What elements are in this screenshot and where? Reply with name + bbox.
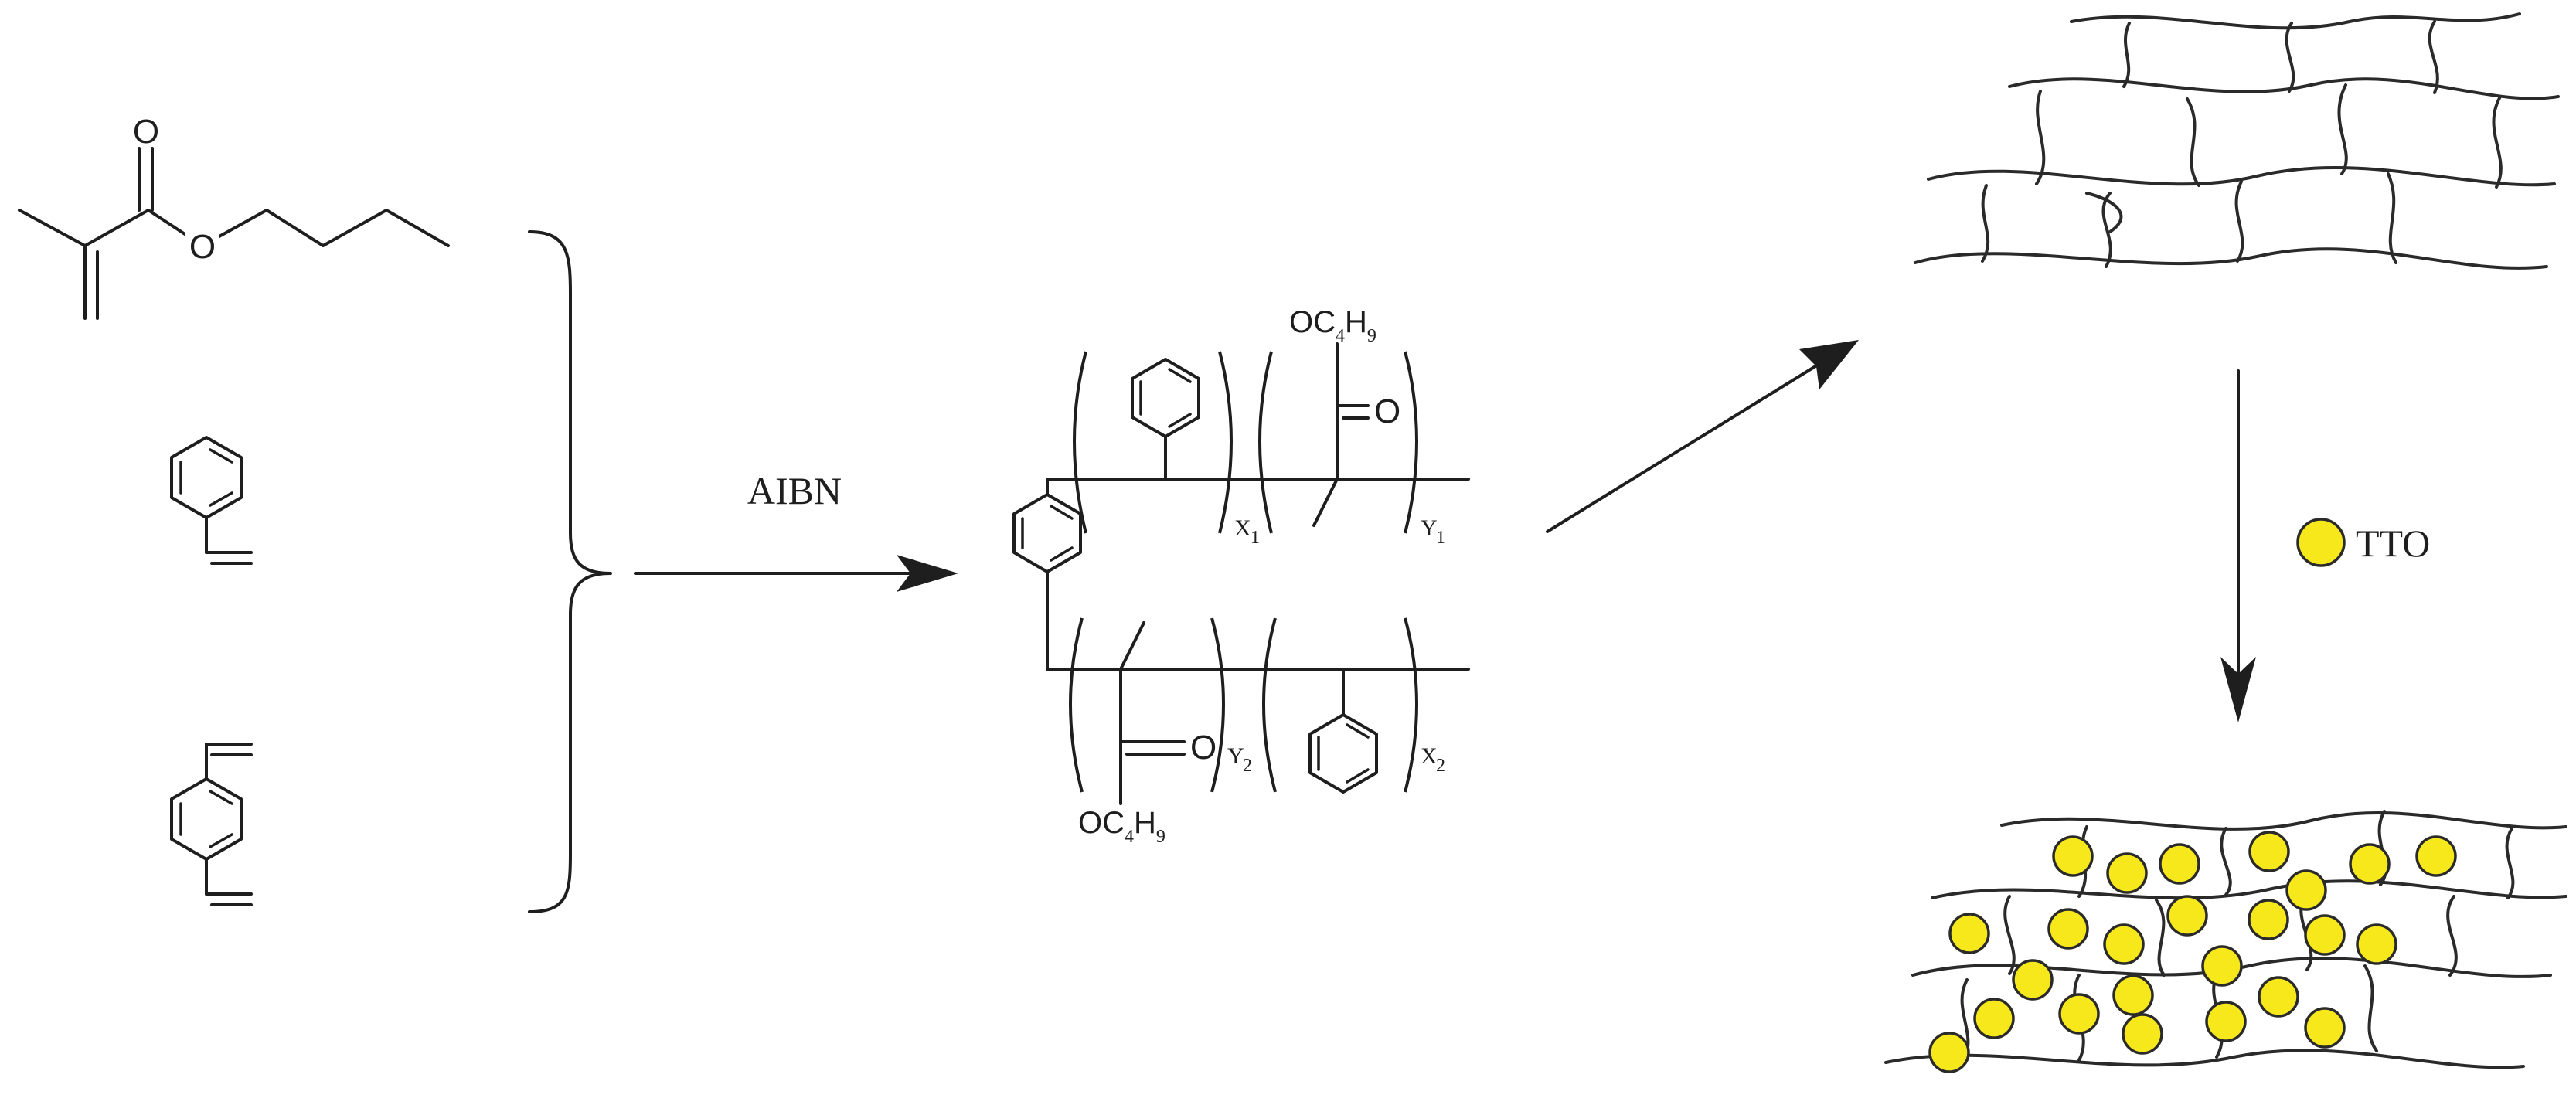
- tto-particle: [2103, 923, 2145, 965]
- tto-particle: [2248, 899, 2289, 940]
- tto-particle: [2205, 1001, 2247, 1042]
- tto-particle: [2012, 959, 2054, 1001]
- tto-particle: [2415, 835, 2457, 877]
- repeat-x2-subscript: 2: [1436, 756, 1445, 776]
- crosslinked-network-icon: [1914, 12, 2560, 270]
- tto-particle: [2159, 843, 2200, 885]
- copolymer-structure: X 1 O OC4H9 Y 1 O OC4H9 Y 2: [1012, 305, 1470, 847]
- tto-particle: [2258, 976, 2299, 1018]
- loaded-network-icon: [1884, 810, 2567, 1069]
- tto-particle: [1948, 913, 1990, 954]
- repeat-x1-label: X: [1234, 515, 1251, 541]
- network-formation-arrow: [1546, 340, 1859, 533]
- tto-particle: [2058, 993, 2100, 1035]
- tto-legend-label: TTO: [2356, 522, 2430, 565]
- loading-arrow: [2220, 369, 2256, 722]
- tto-particle: [2112, 974, 2154, 1016]
- ester-group-bottom-label: OC4H9: [1078, 806, 1165, 847]
- tto-particle: [2304, 914, 2346, 956]
- tto-particle: [2047, 908, 2089, 950]
- tto-particle: [2201, 945, 2243, 987]
- tto-particle: [2248, 831, 2290, 872]
- carbonyl-top-label: O: [1374, 393, 1400, 430]
- repeat-y1-label: Y: [1421, 515, 1438, 541]
- tto-particle: [1973, 998, 2015, 1039]
- monomer-brace: [528, 230, 612, 913]
- repeat-y1-subscript: 1: [1436, 528, 1445, 548]
- reaction-arrow: [634, 555, 958, 592]
- repeat-x1-subscript: 1: [1251, 528, 1260, 548]
- repeat-y2-subscript: 2: [1243, 756, 1252, 776]
- tto-particle: [2304, 1007, 2346, 1049]
- styrene-structure: [170, 436, 253, 565]
- tto-particle: [2349, 843, 2391, 885]
- reagent-label: AIBN: [747, 469, 842, 512]
- tto-particle: [2285, 869, 2327, 911]
- tto-particle: [2122, 1013, 2163, 1055]
- carbonyl-bottom-label: O: [1190, 729, 1217, 767]
- ester-group-top-label: OC4H9: [1289, 305, 1376, 346]
- divinylbenzene-structure: [170, 743, 253, 906]
- tto-particle: [2106, 852, 2148, 894]
- tto-particle: [2052, 835, 2094, 877]
- butyl-methacrylate-structure: O O: [18, 113, 450, 320]
- repeat-y2-label: Y: [1227, 743, 1244, 769]
- tto-particles: [1928, 831, 2457, 1073]
- tto-particle: [2166, 895, 2208, 937]
- carbonyl-oxygen-label: O: [133, 113, 159, 151]
- tto-particle-icon: [2296, 518, 2346, 567]
- tto-particle: [1928, 1032, 1970, 1073]
- repeat-x2-label: X: [1421, 743, 1438, 769]
- tto-particle: [2356, 923, 2397, 965]
- ester-oxygen-label: O: [189, 228, 216, 266]
